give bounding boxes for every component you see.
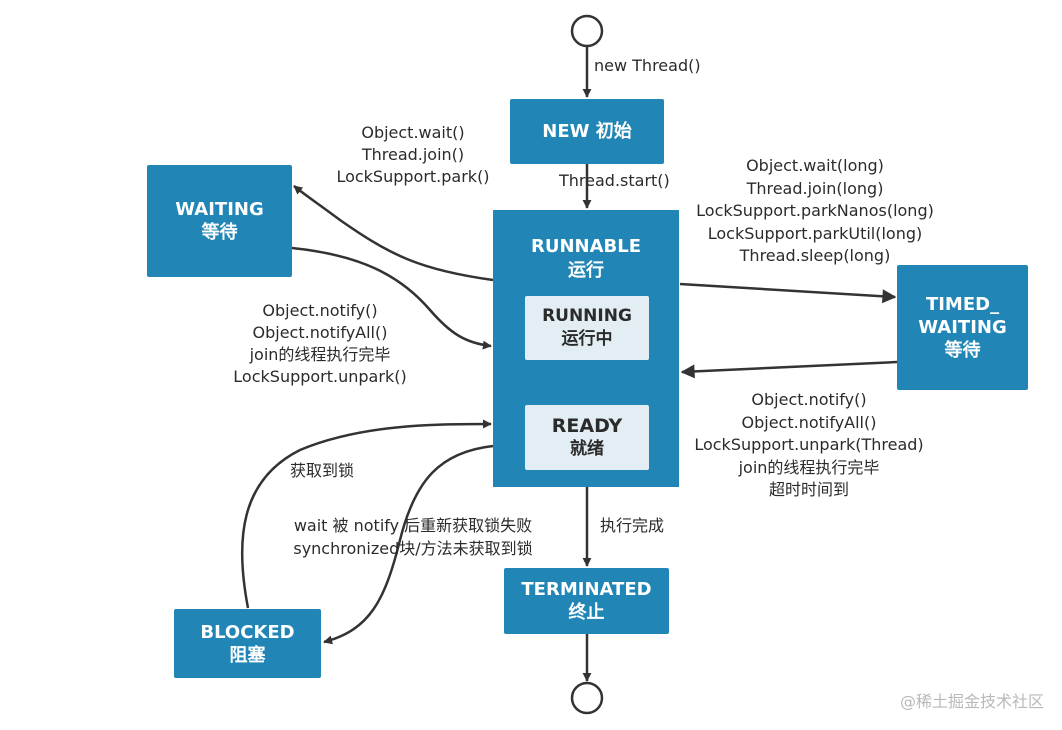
watermark: @稀土掘金技术社区 [899, 692, 1044, 711]
state-terminated-label-cn: 终止 [568, 602, 605, 623]
label-from-waiting-line: LockSupport.unpark() [233, 367, 407, 386]
label-to-blocked: wait 被 notify 后重新获取锁失败 synchronized块/方法未… [268, 514, 558, 560]
label-to-waiting-line: LockSupport.park() [336, 167, 490, 186]
label-from-waiting-line: Object.notifyAll() [252, 323, 388, 342]
state-new: NEW 初始 [510, 99, 664, 164]
state-blocked: BLOCKED 阻塞 [174, 609, 321, 678]
state-runnable-label: RUNNABLE [530, 236, 642, 257]
state-timed-waiting: TIMED_ WAITING 等待 [897, 265, 1028, 390]
label-acquire-lock: 获取到锁 [290, 461, 355, 480]
state-timed-waiting-label-1: TIMED_ [925, 294, 1000, 315]
label-to-waiting-line: Thread.join() [361, 145, 465, 164]
label-from-timed-line: LockSupport.unpark(Thread) [694, 435, 924, 454]
arrow-waiting-runnable [291, 246, 492, 350]
label-from-timed-line: 超时时间到 [768, 480, 849, 499]
state-waiting-label: WAITING [175, 199, 264, 220]
label-to-timed-line: Thread.sleep(long) [739, 246, 891, 265]
state-ready-label: READY [551, 414, 623, 437]
state-running: RUNNING 运行中 [525, 296, 649, 360]
state-running-label-cn: 运行中 [561, 329, 613, 349]
label-to-timed-line: LockSupport.parkNanos(long) [696, 201, 934, 220]
state-runnable-label-cn: 运行 [568, 260, 604, 281]
label-to-blocked-line: synchronized块/方法未获取到锁 [293, 539, 533, 558]
state-blocked-label: BLOCKED [200, 621, 295, 643]
arrow-runnable-blocked [323, 444, 494, 645]
label-to-timed-waiting: Object.wait(long) Thread.join(long) Lock… [684, 155, 946, 268]
arrow-timed-runnable [680, 360, 898, 379]
state-ready-label-cn: 就绪 [570, 438, 604, 459]
label-new-thread: new Thread() [594, 56, 701, 75]
arrow-runnable-waiting [293, 185, 494, 282]
label-from-waiting: Object.notify() Object.notifyAll() join的… [222, 300, 418, 388]
label-to-waiting-line: Object.wait() [361, 123, 465, 142]
label-to-waiting: Object.wait() Thread.join() LockSupport.… [328, 122, 498, 188]
state-terminated-label: TERMINATED [521, 579, 652, 600]
state-running-label: RUNNING [542, 306, 632, 326]
label-from-timed-line: Object.notify() [751, 390, 867, 409]
label-from-waiting-line: Object.notify() [262, 301, 378, 320]
arrow-runnable-timed [679, 282, 897, 304]
label-from-timed-waiting: Object.notify() Object.notifyAll() LockS… [684, 389, 934, 502]
state-waiting: WAITING 等待 [147, 165, 292, 277]
label-to-timed-line: Thread.join(long) [746, 178, 884, 198]
state-waiting-label-cn: 等待 [201, 222, 238, 243]
state-timed-waiting-label-cn: 等待 [944, 340, 981, 361]
label-from-timed-line: join的线程执行完毕 [738, 457, 880, 477]
end-node [570, 681, 604, 715]
label-to-blocked-line: wait 被 notify 后重新获取锁失败 [293, 516, 533, 535]
state-new-label: NEW 初始 [542, 121, 632, 142]
start-node [570, 14, 604, 48]
arrow-blocked-runnable [240, 419, 492, 609]
label-thread-start: Thread.start() [559, 171, 670, 190]
label-finished: 执行完成 [600, 516, 665, 535]
state-ready: READY 就绪 [525, 405, 649, 470]
label-from-timed-line: Object.notifyAll() [741, 412, 877, 432]
state-terminated: TERMINATED 终止 [504, 568, 669, 634]
state-timed-waiting-label-2: WAITING [918, 317, 1007, 338]
label-from-waiting-line: join的线程执行完毕 [249, 345, 391, 364]
state-blocked-label-cn: 阻塞 [229, 644, 266, 666]
label-to-timed-line: LockSupport.parkUtil(long) [707, 223, 923, 243]
label-to-timed-line: Object.wait(long) [746, 156, 884, 175]
